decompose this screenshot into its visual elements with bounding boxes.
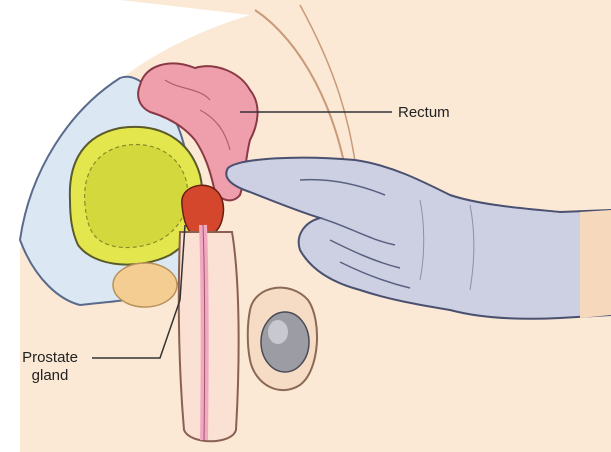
prostate-gland-label: Prostate gland bbox=[8, 349, 92, 385]
prostate-label-line2: gland bbox=[8, 367, 92, 385]
prostate-label-line1: Prostate bbox=[8, 349, 92, 367]
forearm bbox=[580, 210, 611, 318]
rectum-label: Rectum bbox=[398, 104, 450, 122]
penis bbox=[179, 232, 239, 441]
pubic-fat-pad bbox=[113, 263, 177, 307]
testis-highlight bbox=[268, 320, 288, 344]
testis bbox=[261, 312, 309, 372]
